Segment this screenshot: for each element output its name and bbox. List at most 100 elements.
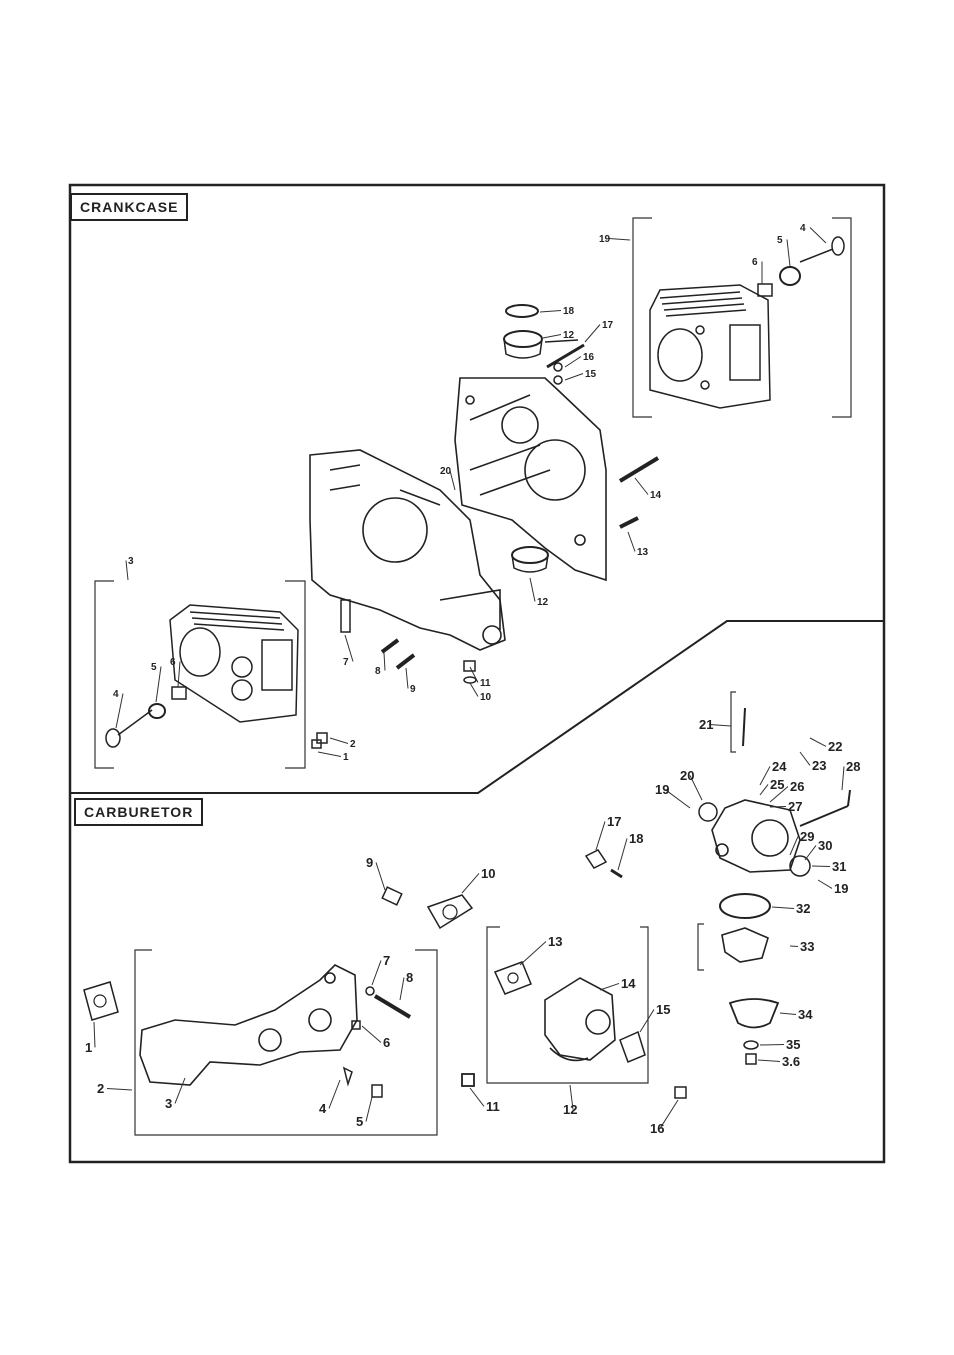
carburetor-callout-21: 14 (621, 976, 636, 991)
carburetor-leader-11 (805, 845, 816, 860)
cylinder-head-box-left (95, 581, 114, 768)
crankcase-callout-13: 3 (128, 556, 134, 567)
carburetor-leader-4 (760, 784, 768, 795)
cylinder-head-box-right (633, 218, 652, 417)
carburetor-callout-28: 2 (97, 1081, 104, 1096)
crankcase-leader-7 (565, 357, 581, 368)
carburetor-callout-5: 26 (790, 779, 804, 794)
carburetor-leader-36 (758, 1060, 780, 1061)
crankcase-callout-17: 7 (343, 657, 349, 668)
clip-4 (344, 1068, 352, 1084)
carburetor-callout-7: 28 (846, 759, 860, 774)
crankcase-callout-4: 18 (563, 306, 575, 317)
carburetor-callout-2: 23 (812, 758, 826, 773)
carburetor-leader-20 (520, 941, 546, 965)
carburetor-leader-3 (760, 766, 770, 785)
crankcase-callout-6: 17 (602, 320, 614, 331)
crankcase-callout-1: 4 (800, 223, 806, 234)
carburetor-callout-22: 7 (383, 953, 390, 968)
carburetor-leader-15 (618, 838, 627, 870)
bolt-14 (620, 458, 658, 481)
carburetor-leader-25 (780, 1013, 796, 1014)
screw-18 (611, 870, 622, 877)
carburetor-callout-18: 32 (796, 901, 810, 916)
spring-7 (341, 600, 350, 632)
gasket-10 (428, 895, 472, 928)
crankcase-leader-1 (810, 228, 826, 244)
carburetor-leader-24 (640, 1009, 654, 1032)
crankcase-leader-12 (530, 578, 535, 602)
intake-box (135, 950, 437, 1135)
crankcase-half-left (310, 450, 505, 650)
seal-12-top (504, 331, 542, 347)
crankcase-section-title: CRANKCASE (70, 193, 188, 221)
carburetor-leader-26 (94, 1022, 95, 1047)
crankcase-leader-4 (540, 311, 561, 313)
carburetor-callout-12: 31 (832, 859, 846, 874)
washer-35 (744, 1041, 758, 1049)
cylinder-head-left (170, 605, 298, 722)
carburetor-callout-27: 6 (383, 1035, 390, 1050)
carburetor-leader-23 (400, 977, 404, 1000)
crankcase-callout-10: 14 (650, 490, 662, 501)
carburetor-upper (712, 800, 800, 872)
crankcase-leader-10 (635, 478, 648, 495)
crankcase-callout-18: 8 (375, 666, 381, 677)
carburetor-callout-9: 19 (655, 782, 669, 797)
carburetor-leader-32 (470, 1088, 484, 1106)
crankcase-callout-19: 9 (410, 684, 416, 695)
carburetor-callout-6: 27 (788, 799, 802, 814)
valve-seal-right (780, 267, 800, 285)
bolt-8 (375, 996, 410, 1017)
carburetor-leader-16 (376, 862, 385, 890)
carburetor-callout-17: 10 (481, 866, 495, 881)
crankcase-half-right (455, 378, 606, 580)
part-2 (317, 733, 327, 743)
crankcase-leader-8 (565, 374, 583, 381)
carburetor-leader-7 (842, 766, 844, 790)
nut-7 (366, 987, 374, 995)
valve-guide-right (758, 284, 772, 296)
carburetor-callout-10: 29 (800, 829, 814, 844)
crankcase-leader-20 (470, 667, 478, 683)
carburetor-callout-31: 5 (356, 1114, 363, 1129)
crankcase-callout-20: 11 (480, 678, 491, 689)
crankcase-callout-2: 5 (777, 235, 783, 246)
carburetor-leader-1 (810, 738, 826, 746)
crankcase-leader-18 (384, 653, 385, 671)
carburetor-callout-11: 30 (818, 838, 832, 853)
crankcase-leader-0 (609, 239, 630, 241)
carburetor-callout-23: 8 (406, 970, 413, 985)
carburetor-leader-13 (818, 880, 832, 888)
carburetor-callout-3: 24 (772, 759, 787, 774)
bolt-13 (620, 518, 638, 527)
carburetor-callout-36: 3.6 (782, 1054, 800, 1069)
intake-manifold-3 (140, 965, 357, 1085)
float-box (698, 924, 704, 970)
gasket-20 (699, 803, 717, 821)
crankcase-leader-5 (543, 335, 561, 339)
crankcase-callout-12: 12 (537, 597, 549, 608)
nut-11 (464, 661, 475, 671)
crankcase-leader-21 (470, 683, 478, 697)
crankcase-leader-19 (406, 668, 408, 689)
crankcase-leader-23 (318, 752, 341, 757)
carburetor-callout-25: 34 (798, 1007, 813, 1022)
valve-left (106, 710, 152, 747)
crankcase-leader-2 (787, 240, 790, 267)
crankcase-callout-3: 6 (752, 257, 758, 268)
stud-8 (382, 640, 398, 652)
screw-5 (372, 1085, 382, 1097)
nut-16 (675, 1087, 686, 1098)
carburetor-leader-2 (800, 752, 810, 765)
carburetor-callout-35: 35 (786, 1037, 800, 1052)
seal-12-lower (512, 547, 548, 563)
crankcase-callout-23: 1 (343, 752, 349, 763)
crankcase-callout-14: 5 (151, 662, 157, 673)
plate-31 (790, 856, 810, 876)
carburetor-leader-18 (772, 907, 794, 908)
crankcase-callout-5: 12 (563, 330, 575, 341)
carburetor-leader-29 (175, 1078, 185, 1103)
carburetor-leader-30 (329, 1080, 340, 1108)
carburetor-callout-1: 22 (828, 739, 842, 754)
